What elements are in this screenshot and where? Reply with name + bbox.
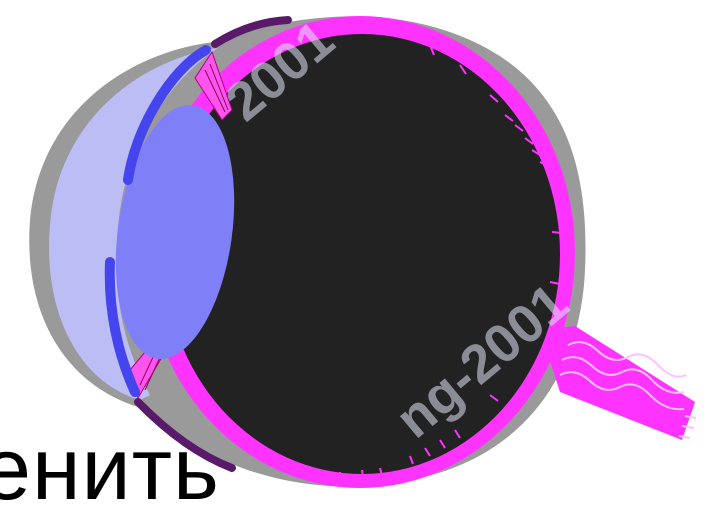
- optic-nerve: [540, 326, 695, 440]
- partial-caption-text: енить: [0, 425, 220, 513]
- eye-diagram: 2001 ng-2001 енить: [0, 0, 709, 507]
